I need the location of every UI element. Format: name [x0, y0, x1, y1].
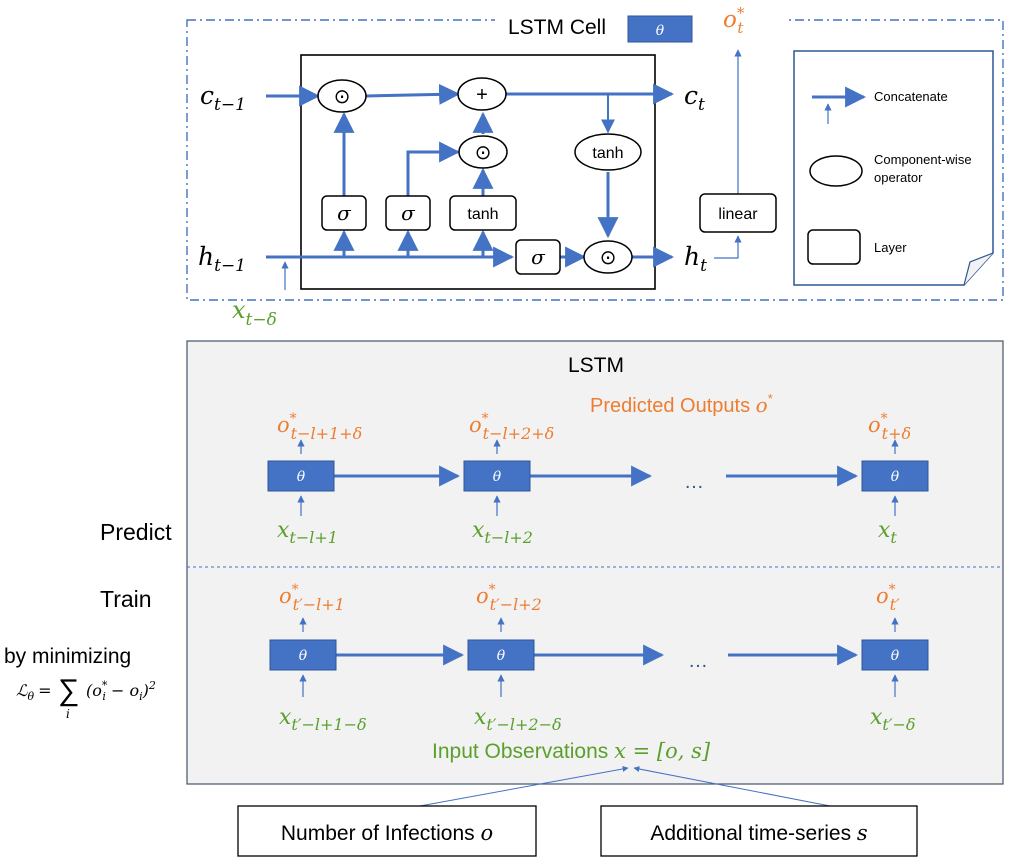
train-cell-3: θ — [861, 639, 929, 671]
odot-symbol: ⊙ — [600, 247, 617, 269]
h-to-linear — [714, 235, 742, 259]
additional-to-input-arrow — [633, 766, 831, 807]
train-output-1: o*t′−l+1 — [279, 582, 345, 614]
train-output-3: o*t′ — [876, 582, 900, 614]
predict-cell-2: θ — [463, 460, 531, 492]
infections-label: Number of Infections o — [281, 821, 493, 845]
lstm-panel — [186, 340, 1004, 785]
add-op: + — [457, 77, 507, 111]
output-multiply-op: ⊙ — [583, 240, 633, 274]
predict-output-2: o*t−l+2+δ — [469, 411, 554, 443]
linear-layer: linear — [699, 193, 777, 233]
predict-output-3: o*t+δ — [868, 411, 911, 443]
predict-label: Predict — [100, 519, 172, 545]
theta-badge-label: θ — [656, 23, 665, 39]
tanh-op-label: tanh — [592, 145, 623, 162]
additional-series-label: Additional time-series s — [650, 821, 868, 845]
linear-layer-label: linear — [718, 206, 758, 223]
sum-index: i — [66, 707, 70, 721]
c-mid-line — [365, 83, 461, 105]
train-row: … θ θ θ o*t′−l+1 o*t′−l+2 o*t′ — [269, 582, 929, 734]
train-ellipsis: … — [688, 650, 708, 672]
odot-symbol: ⊙ — [475, 142, 492, 164]
legend-layer-box — [807, 229, 861, 265]
odot-symbol: ⊙ — [334, 86, 351, 108]
tanh-layer-label: tanh — [467, 206, 498, 223]
output-sigma-layer: σ — [515, 239, 561, 275]
predicted-outputs-heading: Predicted Outputs o* — [590, 391, 773, 417]
plus-symbol: + — [476, 84, 488, 106]
lstm-cell-title: LSTM Cell — [508, 16, 606, 39]
lstm-panel-title: LSTM — [568, 354, 624, 377]
predict-cell-3: θ — [861, 460, 929, 492]
h-prev-label: ht−1 — [198, 242, 246, 276]
legend-component-label-2: operator — [874, 170, 923, 185]
predict-input-2: xt−l+2 — [472, 518, 533, 547]
predict-ellipsis: … — [684, 471, 704, 493]
theta-label: θ — [497, 648, 506, 664]
lstm-cell-section: LSTM Cell θ ⊙ — [186, 4, 1004, 330]
infections-to-input-arrow — [419, 766, 629, 807]
train-cell-1: θ — [269, 639, 337, 671]
train-input-2: xt′−l+2−δ — [474, 705, 562, 734]
legend-panel: Concatenate Component-wise operator Laye… — [793, 50, 994, 286]
sigma-label: σ — [337, 201, 352, 225]
by-minimizing-label: by minimizing — [4, 645, 131, 668]
predict-output-1: o*t−l+1+δ — [277, 411, 362, 443]
predict-input-1: xt−l+1 — [277, 518, 338, 547]
input-observations-label: Input Observations x = [o, s] — [432, 739, 711, 763]
train-label: Train — [100, 586, 152, 612]
legend-operator-ellipse — [809, 155, 863, 187]
predict-row: … θ θ θ o*t−l+1+δ o*t−l+2+δ o*t+δ — [267, 411, 929, 547]
input-multiply-op: ⊙ — [458, 135, 508, 169]
candidate-tanh-layer: tanh — [449, 195, 517, 231]
cell-tanh-op: tanh — [574, 133, 642, 171]
theta-label: θ — [891, 648, 900, 664]
sum-symbol: ∑ — [58, 674, 79, 707]
train-output-2: o*t′−l+2 — [476, 582, 542, 614]
forget-sigma-layer: σ — [321, 195, 367, 231]
loss-body: (o*i − oi)2 — [86, 679, 156, 703]
train-input-3: xt′−δ — [870, 705, 916, 734]
theta-label: θ — [299, 648, 308, 664]
c-prev-label: ct−1 — [200, 81, 246, 115]
c-out-label: ct — [684, 81, 705, 115]
data-sources: Number of Infections o Additional time-s… — [237, 766, 918, 857]
sigma-label: σ — [531, 245, 546, 269]
train-input-1: xt′−l+1−δ — [279, 705, 367, 734]
legend-component-label-1: Component-wise — [874, 152, 972, 167]
sigma2-to-input-mul — [406, 141, 461, 196]
theta-label: θ — [493, 469, 502, 485]
infections-box — [237, 805, 537, 857]
o-out-label: o*t — [723, 4, 745, 37]
train-cell-2: θ — [467, 639, 535, 671]
legend-layer-label: Layer — [874, 240, 907, 255]
theta-badge — [627, 15, 693, 43]
input-sigma-layer: σ — [385, 195, 431, 231]
loss-formula: by minimizing ℒθ= ∑ i (o*i − oi)2 — [4, 645, 156, 721]
loss-lhs: ℒθ= — [16, 681, 52, 703]
x-input-label: xt−δ — [232, 296, 277, 330]
theta-label: θ — [297, 469, 306, 485]
predict-input-3: xt — [878, 518, 897, 547]
predict-cell-1: θ — [267, 460, 335, 492]
theta-label: θ — [891, 469, 900, 485]
lstm-unrolled-section: LSTM Predicted Outputs o* … θ θ θ — [186, 340, 1004, 785]
additional-series-box — [600, 805, 918, 857]
legend-concatenate-label: Concatenate — [874, 89, 948, 104]
forget-multiply-op: ⊙ — [317, 79, 367, 113]
h-out-label: ht — [684, 242, 707, 276]
sigma-label: σ — [401, 201, 416, 225]
legend-page-curl — [963, 252, 994, 286]
